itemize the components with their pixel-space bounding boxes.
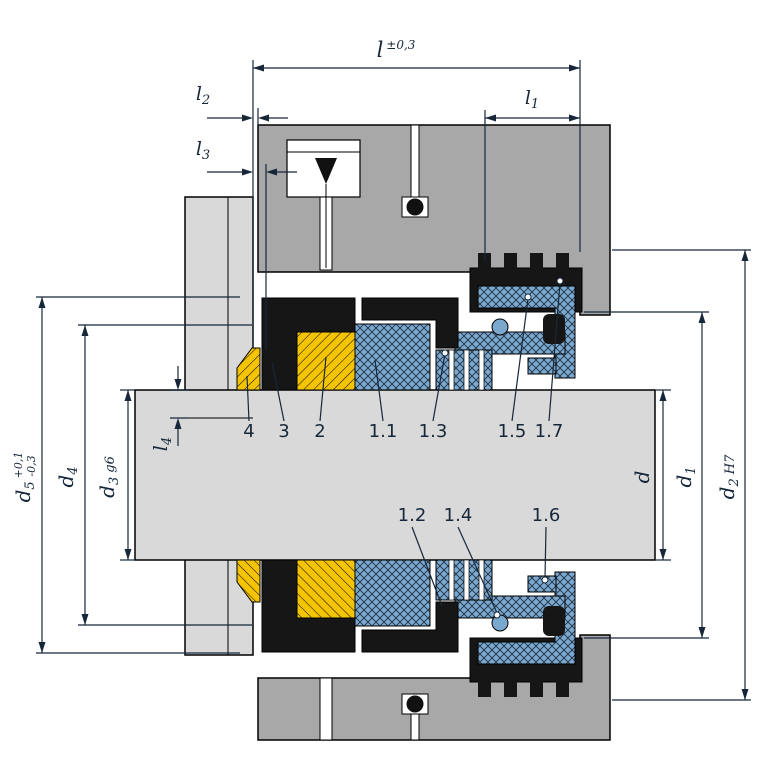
arrow-icon (698, 627, 706, 638)
part-label-1-2: 1.2 (398, 505, 427, 526)
dimension-labels: l±0,3 l1 l2 l3 l4 d5+0,1-0,3 d4 d3g6 d d… (11, 38, 742, 502)
arrow-icon (81, 325, 89, 336)
arrow-icon (38, 297, 46, 308)
dimension-lines (36, 60, 751, 701)
dim-label-d3: d3g6 (95, 456, 122, 498)
arrow-icon (258, 114, 269, 122)
arrow-icon (569, 114, 580, 122)
drive-pin (491, 318, 509, 336)
leader-line (511, 298, 529, 422)
seat-tooth-icon (530, 253, 543, 269)
housing-bottom (257, 634, 611, 741)
leader-dot (524, 293, 532, 301)
arrow-icon (81, 614, 89, 625)
leader-dots (441, 277, 564, 619)
part-label-4: 4 (243, 421, 254, 442)
arrow-icon (124, 390, 132, 401)
dimension-arrows (38, 64, 749, 700)
leader-dot (441, 349, 449, 357)
oring-top (406, 198, 424, 216)
leader-line (548, 282, 561, 422)
dim-label-l2: l2 (196, 83, 210, 108)
wedge-ring (236, 347, 261, 391)
arrow-icon (38, 642, 46, 653)
shaft (134, 389, 656, 561)
elastomer-bellows (361, 297, 459, 349)
arrow-icon (741, 689, 749, 700)
dim-label-l3: l3 (196, 138, 210, 163)
part-label-1-5: 1.5 (498, 421, 527, 442)
dim-label-d1: d1 (672, 466, 699, 487)
seat-tooth-icon (556, 253, 569, 269)
collar-lip (527, 357, 557, 375)
part-labels: 4 3 2 1.1 1.3 1.5 1.7 1.2 1.4 1.6 (243, 421, 563, 526)
dim-label-d: d (630, 471, 654, 484)
seat-tooth-icon (504, 253, 517, 269)
dim-label-d4: d4 (54, 466, 81, 487)
leader-line (246, 375, 250, 422)
arrow-icon (124, 549, 132, 560)
leader-line (544, 526, 547, 579)
leader-line (319, 356, 327, 422)
part-label-1-7: 1.7 (535, 421, 564, 442)
arrow-icon (266, 168, 277, 176)
seal-stack-top (236, 253, 583, 391)
part-label-3: 3 (278, 421, 289, 442)
leader-line (432, 353, 446, 422)
leader-line (411, 526, 443, 607)
part-label-1-1: 1.1 (369, 421, 398, 442)
arrow-icon (659, 390, 667, 401)
arrow-icon (659, 549, 667, 560)
spring (435, 349, 493, 391)
dim-label-d2: d2H7 (715, 454, 742, 499)
leader-line (374, 359, 384, 422)
dim-label-l: l±0,3 (377, 38, 416, 62)
secondary-ring (543, 314, 565, 344)
gland-joint-seam-bottom (410, 713, 420, 741)
arrow-icon (698, 312, 706, 323)
part-label-1-4: 1.4 (444, 505, 473, 526)
part-label-1-3: 1.3 (419, 421, 448, 442)
leader-line (271, 361, 285, 422)
arrow-icon (741, 250, 749, 261)
arrow-icon (485, 114, 496, 122)
part-label-1-6: 1.6 (532, 505, 561, 526)
arrow-icon (253, 64, 264, 72)
part-label-2: 2 (314, 421, 325, 442)
dim-label-l1: l1 (525, 87, 539, 112)
oring-bottom (406, 695, 424, 713)
arrow-icon (569, 64, 580, 72)
leader-dot (541, 576, 549, 584)
arrow-icon (242, 114, 253, 122)
leader-dot (493, 611, 501, 619)
leader-line (457, 526, 498, 614)
arrow-icon (174, 418, 182, 429)
dim-label-d5: d5+0,1-0,3 (11, 452, 38, 503)
flush-channel-bottom (319, 677, 333, 741)
leader-dot (556, 277, 564, 285)
dim-label-l4: l4 (150, 437, 175, 451)
arrow-icon (174, 379, 182, 390)
gland-joint-seam-top (410, 124, 420, 198)
flush-port-arrow-icon (315, 158, 337, 184)
arrow-icon (242, 168, 253, 176)
seal-face (354, 323, 431, 391)
